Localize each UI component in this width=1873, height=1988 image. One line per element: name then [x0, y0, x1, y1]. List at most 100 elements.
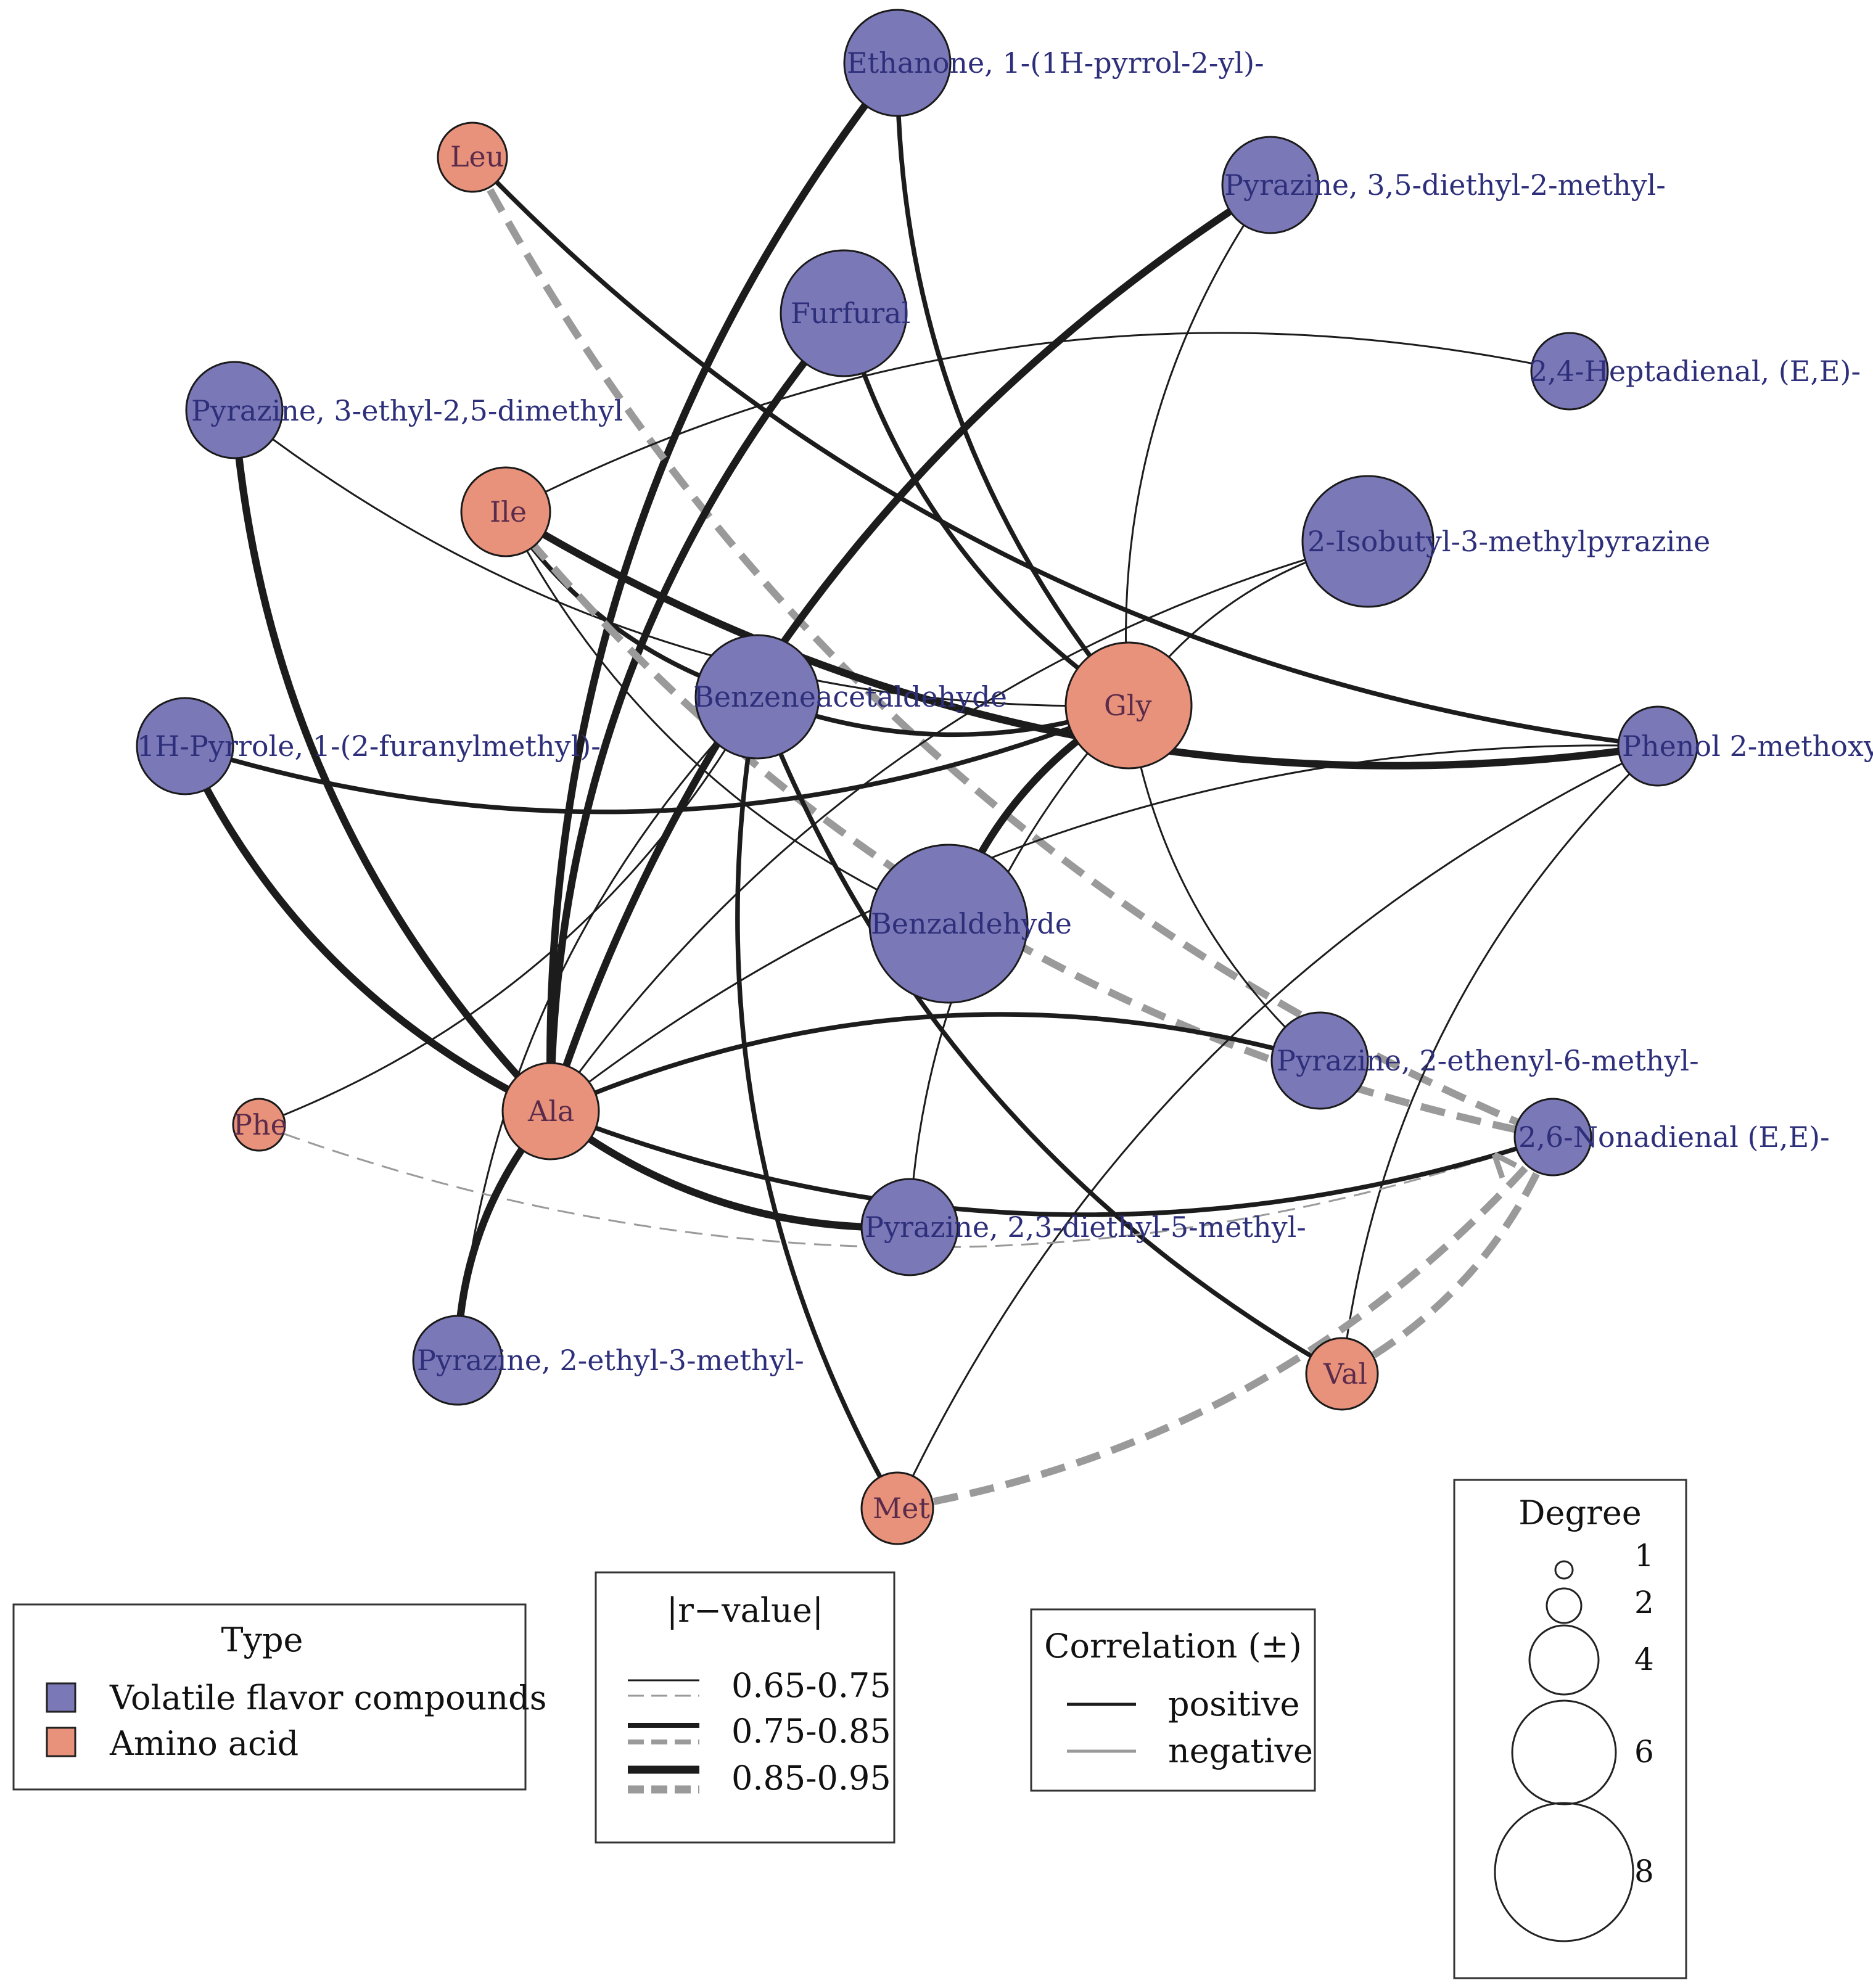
node-gly [1064, 641, 1193, 770]
node-benzacet [694, 634, 820, 760]
node-label-met: Met [873, 1492, 930, 1525]
legend-r-title: |r−value| [667, 1591, 823, 1630]
degree-circle-1 [1554, 1560, 1574, 1580]
node-p23 [860, 1178, 959, 1276]
edge-isobutyl-ala [550, 540, 1369, 1112]
node-label-p35: Pyrazine, 3,5-diethyl-2-methyl- [1224, 168, 1666, 202]
edge-benzacet-met [735, 696, 900, 1509]
node-met [860, 1471, 934, 1545]
node-val [1305, 1337, 1379, 1411]
node-label-p2e3: Pyrazine, 2-ethyl-3-methyl- [417, 1344, 804, 1377]
edge-arrowhead [1491, 1151, 1518, 1179]
node-label-pyrrole: 1H-Pyrrole, 1-(2-furanylmethyl)- [137, 729, 601, 763]
node-ile [460, 466, 551, 557]
edge-ala-p23 [548, 1108, 910, 1231]
node-label-furfural: Furfural [791, 297, 910, 330]
edge-p3e25-ala [231, 409, 554, 1114]
edge-pyrrole-gly [184, 703, 1130, 815]
node-leu [437, 121, 508, 193]
edge-p35-gly [1125, 184, 1272, 706]
legend-corr-title: Correlation (±) [1044, 1627, 1302, 1666]
node-label-ethanone: Ethanone, 1-(1H-pyrrol-2-yl)- [847, 46, 1264, 80]
legend-corr-negative-label: negative [1168, 1731, 1313, 1770]
nodes-layer [136, 9, 1698, 1545]
degree-circle-8 [1494, 1802, 1634, 1942]
edge-pethenyl-ala [550, 1012, 1321, 1114]
edge-furfural-gly [841, 312, 1130, 708]
legend-type-title: Type [221, 1620, 303, 1659]
node-pethenyl [1270, 1011, 1369, 1110]
edge-ethanone-ala [546, 60, 900, 1112]
legend-r-value: |r−value| 0.65-0.75 0.75-0.85 0.85-0.95 [595, 1571, 895, 1844]
node-furfural [780, 249, 908, 377]
node-label-gly: Gly [1104, 689, 1151, 722]
node-phe [232, 1098, 286, 1152]
edge-ala-nona [550, 1109, 1554, 1217]
legend-corr-positive-label: positive [1168, 1685, 1300, 1723]
edge-val-nona [1340, 1135, 1557, 1378]
edge-phenol-val [1341, 745, 1659, 1374]
legend-type-frame [12, 1603, 527, 1791]
node-hepta [1530, 332, 1609, 411]
edge-p35-ala [547, 181, 1273, 1112]
node-isobutyl [1301, 475, 1435, 608]
node-label-val: Val [1323, 1357, 1367, 1390]
node-label-pethenyl: Pyrazine, 2-ethenyl-6-methyl- [1277, 1044, 1699, 1077]
legend-swatch-volatile [46, 1682, 76, 1713]
legend-r-label-3: 0.85-0.95 [731, 1759, 891, 1797]
edge-ile-nona [503, 509, 1554, 1141]
legend-degree-title: Degree [1518, 1493, 1642, 1532]
degree-circle-2 [1546, 1587, 1583, 1624]
degree-circle-4 [1528, 1624, 1600, 1696]
legend-r-label-2: 0.75-0.85 [731, 1712, 891, 1751]
legend-type-amino-label: Amino acid [109, 1724, 298, 1763]
node-label-phe: Phe [233, 1108, 287, 1141]
edge-benzacet-p2e3 [456, 696, 759, 1361]
legend-type-volatile-label: Volatile flavor compounds [109, 1678, 546, 1717]
edge-leu-phenol [471, 155, 1658, 749]
degree-label-2: 2 [1634, 1585, 1654, 1620]
legend-degree: Degree 1 2 4 6 8 [1453, 1479, 1687, 1979]
edge-benzacet-val [755, 696, 1343, 1376]
edge-met-nona [896, 1135, 1556, 1512]
legend-r-frame [595, 1571, 895, 1844]
node-label-hepta: 2,4-Heptadienal, (E,E)- [1529, 355, 1861, 388]
node-benzal [868, 844, 1029, 1004]
edge-leu-nona [469, 155, 1555, 1141]
degree-label-4: 4 [1634, 1641, 1654, 1677]
node-label-isobutyl: 2-Isobutyl-3-methylpyrazine [1307, 525, 1710, 558]
node-label-phenol: Phenol 2-methoxy- [1622, 729, 1873, 763]
edge-phenol-met [896, 745, 1658, 1509]
node-p35 [1221, 136, 1320, 234]
legend-corr-frame [1030, 1608, 1316, 1792]
degree-circle-6 [1511, 1699, 1617, 1805]
node-nona [1513, 1098, 1592, 1177]
edge-p3e25-gly [234, 409, 1129, 707]
node-label-ala: Ala [527, 1095, 574, 1128]
node-label-ile: Ile [490, 495, 527, 528]
node-pyrrole [136, 697, 234, 795]
node-p2e3 [412, 1315, 503, 1406]
node-label-benzal: Benzaldehyde [871, 907, 1072, 940]
legend-r-label-1: 0.65-0.75 [731, 1666, 891, 1705]
node-label-benzacet: Benzeneacetaldehyde [693, 680, 1007, 713]
node-label-p3e25: Pyrazine, 3-ethyl-2,5-dimethyl [191, 394, 623, 427]
node-label-p23: Pyrazine, 2,3-diethyl-5-methyl- [865, 1210, 1306, 1244]
edge-ethanone-gly [895, 62, 1130, 707]
node-label-leu: Leu [450, 140, 504, 173]
node-label-nona: 2,6-Nonadienal (E,E)- [1518, 1120, 1830, 1154]
edge-phenol-ala [550, 744, 1658, 1112]
labels-layer: Ethanone, 1-(1H-pyrrol-2-yl)- LeuPyrazine… [137, 46, 1873, 1525]
edge-pyrrole-ala [181, 744, 553, 1115]
edge-ile-benzal [504, 511, 949, 925]
degree-label-8: 8 [1634, 1854, 1654, 1889]
node-ethanone [843, 9, 952, 117]
edge-phe-benzacet [258, 696, 759, 1126]
legend-swatch-amino [46, 1727, 76, 1757]
degree-label-6: 6 [1634, 1734, 1654, 1770]
node-phenol [1617, 705, 1698, 787]
node-ala [501, 1062, 600, 1160]
edge-hepta-ile [505, 332, 1570, 513]
degree-label-1: 1 [1634, 1538, 1654, 1574]
